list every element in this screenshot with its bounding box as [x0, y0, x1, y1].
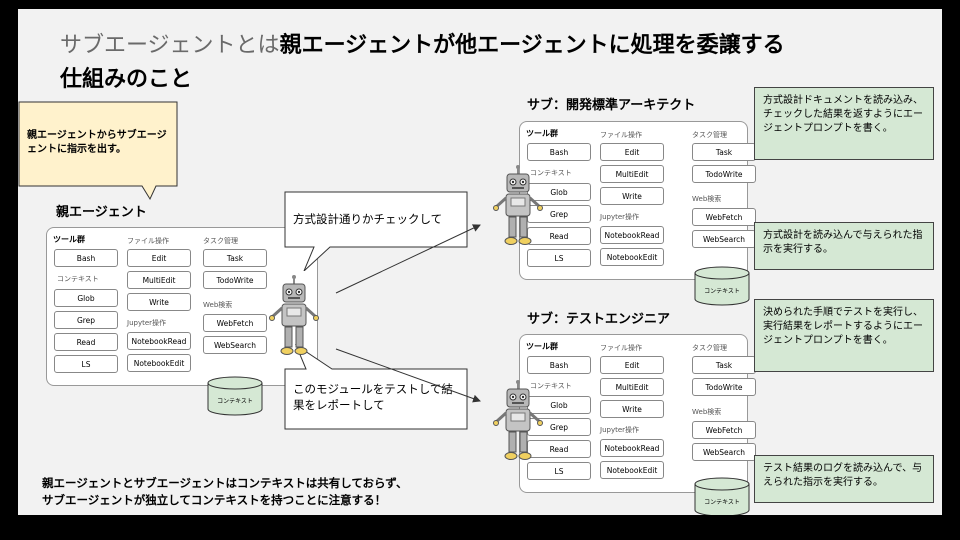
footer-line2: サブエージェントが独立してコンテキストを持つことに注意する！ — [42, 493, 387, 507]
jupyter-label: Jupyter操作 — [127, 319, 167, 327]
context-label: コンテキスト — [57, 275, 99, 283]
context-label: コンテキスト — [530, 382, 572, 390]
context-db-label: コンテキスト — [217, 398, 253, 405]
database-icon: コンテキスト — [207, 376, 263, 416]
context-db-label: コンテキスト — [704, 288, 740, 295]
tool-write: Write — [600, 187, 664, 205]
page-title-line2: 仕組みのこと — [60, 67, 193, 92]
callout-bubble — [18, 101, 178, 201]
arrow-icon — [335, 224, 481, 403]
tool-edit: Edit — [600, 356, 664, 374]
tools-header: ツール群 — [526, 342, 558, 351]
tool-webfetch: WebFetch — [692, 208, 756, 226]
note-test-context: テスト結果のログを読み込んで、与えられた指示を実行する。 — [754, 455, 934, 503]
tool-grep: Grep — [527, 205, 591, 223]
sub-dev-heading: サブ：開発標準アーキテクト — [527, 98, 696, 113]
note-test-prompt: 決められた手順でテストを実行し、実行結果をレポートするようにエージェントプロンプ… — [754, 299, 934, 372]
file-ops-label: ファイル操作 — [600, 131, 642, 139]
tool-notebookread: NotebookRead — [127, 332, 191, 350]
tool-notebookedit: NotebookEdit — [127, 354, 191, 372]
tool-bash: Bash — [527, 143, 591, 161]
context-label: コンテキスト — [530, 169, 572, 177]
tool-notebookedit: NotebookEdit — [600, 248, 664, 266]
page-title: サブエージェントとは親エージェントが他エージェントに処理を委譲する — [60, 31, 785, 61]
tool-webfetch: WebFetch — [692, 421, 756, 439]
footer-note: 親エージェントとサブエージェントはコンテキストは共有しておらず、 サブエージェン… — [42, 475, 407, 509]
tool-notebookread: NotebookRead — [600, 226, 664, 244]
tool-webfetch: WebFetch — [203, 314, 267, 332]
database-icon: コンテキスト — [694, 266, 750, 306]
tool-task: Task — [203, 249, 267, 267]
tool-multiedit: MultiEdit — [600, 378, 664, 396]
callout-text: 親エージェントからサブエージェントに指示を出す。 — [27, 130, 167, 155]
context-db-label: コンテキスト — [704, 499, 740, 506]
tool-ls: LS — [54, 355, 118, 373]
robot-icon — [493, 380, 543, 466]
jupyter-label: Jupyter操作 — [600, 426, 640, 434]
jupyter-label: Jupyter操作 — [600, 213, 640, 221]
tool-bash: Bash — [527, 356, 591, 374]
sub-test-tool-panel: ツール群 ファイル操作 タスク管理 Bash コンテキスト Glob Grep … — [519, 334, 756, 515]
task-mgmt-label: タスク管理 — [692, 344, 727, 352]
tool-todowrite: TodoWrite — [203, 271, 267, 289]
message-bubble-test — [284, 344, 468, 430]
tool-todowrite: TodoWrite — [692, 378, 756, 396]
tool-todowrite: TodoWrite — [692, 165, 756, 183]
tool-read: Read — [527, 440, 591, 458]
robot-icon — [269, 275, 319, 361]
tool-edit: Edit — [600, 143, 664, 161]
note-dev-prompt: 方式設計ドキュメントを読み込み、チェックした結果を返すようにエージェントプロンプ… — [754, 87, 934, 160]
task-mgmt-label: タスク管理 — [203, 237, 238, 245]
file-ops-label: ファイル操作 — [127, 237, 169, 245]
message-to-dev: 方式設計通りかチェックして — [293, 212, 443, 226]
footer-line1: 親エージェントとサブエージェントはコンテキストは共有しておらず、 — [42, 476, 408, 490]
web-search-label: Web検索 — [203, 301, 233, 309]
tool-notebookedit: NotebookEdit — [600, 461, 664, 479]
tool-bash: Bash — [54, 249, 118, 267]
tool-multiedit: MultiEdit — [600, 165, 664, 183]
tool-write: Write — [127, 293, 191, 311]
robot-icon — [493, 165, 543, 251]
parent-tool-panel: ツール群 ファイル操作 タスク管理 Bash コンテキスト Glob Grep … — [46, 227, 318, 416]
tool-task: Task — [692, 356, 756, 374]
tool-edit: Edit — [127, 249, 191, 267]
database-icon: コンテキスト — [694, 477, 750, 515]
tool-ls: LS — [527, 462, 591, 480]
title-bold: 親エージェントが他エージェントに処理を委譲する — [279, 33, 785, 58]
tool-grep: Grep — [54, 311, 118, 329]
title-prefix: サブエージェントとは — [60, 33, 280, 58]
tool-task: Task — [692, 143, 756, 161]
tool-glob: Glob — [54, 289, 118, 307]
tool-websearch: WebSearch — [203, 336, 267, 354]
note-dev-context: 方式設計を読み込んで与えられた指示を実行する。 — [754, 222, 934, 270]
tool-multiedit: MultiEdit — [127, 271, 191, 289]
sub-dev-tool-panel: ツール群 ファイル操作 タスク管理 Bash コンテキスト Glob Grep … — [519, 121, 756, 306]
tool-write: Write — [600, 400, 664, 418]
parent-heading: 親エージェント — [56, 205, 147, 220]
file-ops-label: ファイル操作 — [600, 344, 642, 352]
web-search-label: Web検索 — [692, 195, 722, 203]
sub-test-heading: サブ：テストエンジニア — [527, 312, 671, 327]
tool-read: Read — [54, 333, 118, 351]
message-bubble-dev — [284, 191, 468, 271]
tool-ls: LS — [527, 249, 591, 267]
task-mgmt-label: タスク管理 — [692, 131, 727, 139]
tool-notebookread: NotebookRead — [600, 439, 664, 457]
tools-header: ツール群 — [53, 235, 85, 244]
web-search-label: Web検索 — [692, 408, 722, 416]
tool-websearch: WebSearch — [692, 443, 756, 461]
message-to-test: このモジュールをテストして結果をレポートして — [293, 382, 453, 412]
tools-header: ツール群 — [526, 129, 558, 138]
slide: サブエージェントとは親エージェントが他エージェントに処理を委譲する 仕組みのこと… — [18, 9, 942, 515]
